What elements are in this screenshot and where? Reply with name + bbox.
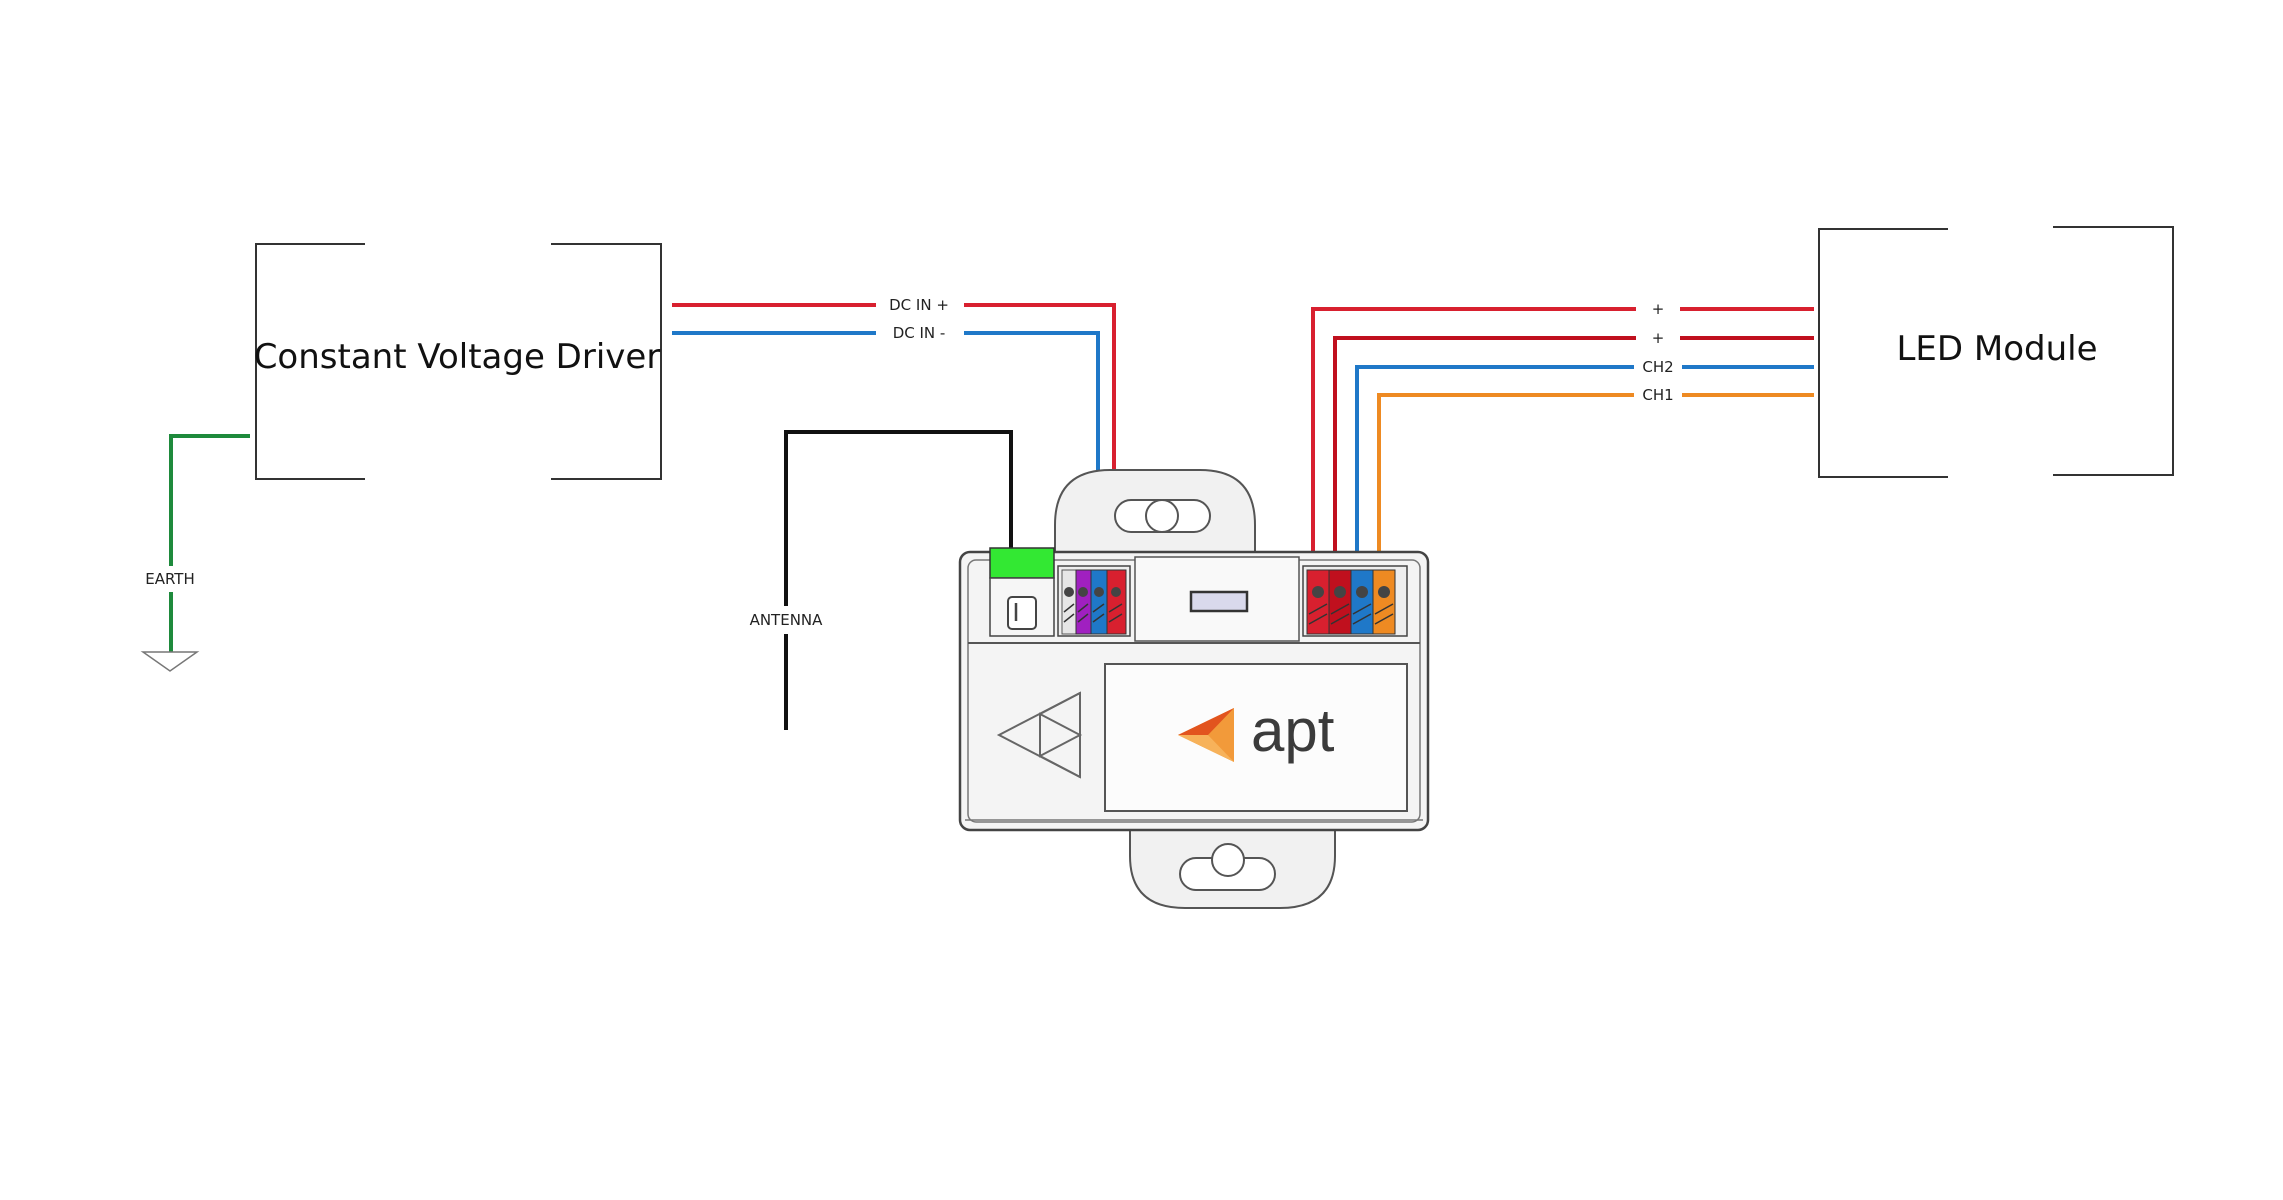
driver-title: Constant Voltage Driver	[254, 337, 661, 377]
reset-button	[1189, 590, 1249, 613]
led-module-box: LED Module	[1818, 226, 2174, 478]
antenna-wire: ANTENNA	[740, 430, 1013, 730]
apt-controller: apt	[958, 469, 1430, 909]
ch2-label: CH2	[1642, 358, 1673, 376]
antenna-label: ANTENNA	[750, 611, 824, 629]
label-panel	[1104, 663, 1408, 812]
driver-box: Constant Voltage Driver	[254, 243, 662, 480]
out-plus-2-label: +	[1652, 329, 1665, 347]
input-terminal-block	[1057, 565, 1131, 637]
dc-in-minus-wire: DC IN -	[672, 322, 1100, 566]
earth-label: EARTH	[145, 570, 195, 588]
dc-in-plus-label: DC IN +	[889, 296, 949, 314]
dc-in-minus-label: DC IN -	[893, 324, 946, 342]
apt-logo-icon	[1178, 708, 1234, 762]
ch2-wire: CH2	[1355, 356, 1814, 566]
triangle-emboss-icon	[996, 691, 1083, 779]
ground-symbol	[140, 651, 200, 672]
antenna-connector	[989, 547, 1055, 579]
ch1-wire: CH1	[1377, 384, 1814, 566]
out-plus-2-wire: +	[1333, 327, 1814, 566]
ch1-label: CH1	[1642, 386, 1673, 404]
led-module-title: LED Module	[1896, 329, 2097, 369]
out-plus-1-wire: +	[1311, 298, 1814, 566]
output-terminal-block	[1302, 565, 1408, 637]
brand-name: apt	[1251, 697, 1335, 764]
out-plus-1-label: +	[1652, 300, 1665, 318]
earth-wire: EARTH	[128, 434, 250, 672]
